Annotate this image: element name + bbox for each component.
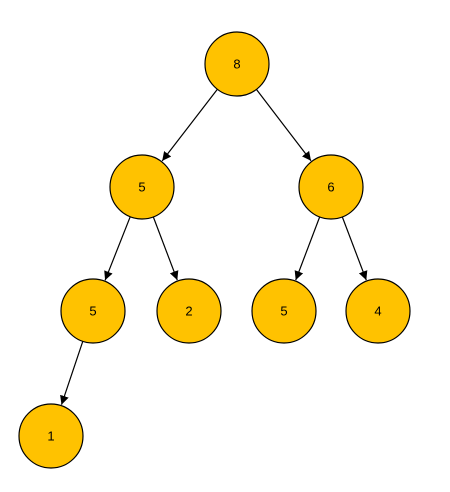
node-label: 1 <box>47 429 54 444</box>
tree-node-n1: 1 <box>18 403 84 469</box>
node-circle <box>251 278 317 344</box>
edge-n6-right-to-n4 <box>341 216 368 281</box>
node-circle <box>156 278 222 344</box>
edge-n8-root-to-n5-left <box>161 88 218 162</box>
tree-node-n5-leftleft: 5 <box>60 278 126 344</box>
node-label: 2 <box>185 304 192 319</box>
tree-node-n5-rightleft: 5 <box>251 278 317 344</box>
edge-n5-left-to-n2 <box>152 216 179 281</box>
node-label: 4 <box>374 304 381 319</box>
node-circle <box>204 31 270 97</box>
node-label: 6 <box>327 180 334 195</box>
node-circle <box>18 403 84 469</box>
node-label: 8 <box>233 57 240 72</box>
tree-node-n4: 4 <box>345 278 411 344</box>
node-circle <box>60 278 126 344</box>
edge-n6-right-to-n5-rightleft <box>294 216 321 281</box>
tree-node-n8-root: 8 <box>204 31 270 97</box>
node-circle <box>298 154 364 220</box>
tree-node-n6-right: 6 <box>298 154 364 220</box>
node-circle <box>345 278 411 344</box>
edge-n5-left-to-n5-leftleft <box>104 216 131 281</box>
edges-layer <box>60 88 368 405</box>
edge-n5-leftleft-to-n1 <box>60 341 84 405</box>
node-label: 5 <box>89 304 96 319</box>
tree-node-n2: 2 <box>156 278 222 344</box>
edge-n8-root-to-n6-right <box>255 89 312 162</box>
tree-node-n5-left: 5 <box>109 154 175 220</box>
node-circle <box>109 154 175 220</box>
node-label: 5 <box>280 304 287 319</box>
nodes-layer: 8 5 6 5 2 5 4 1 <box>18 31 411 469</box>
node-label: 5 <box>138 180 145 195</box>
